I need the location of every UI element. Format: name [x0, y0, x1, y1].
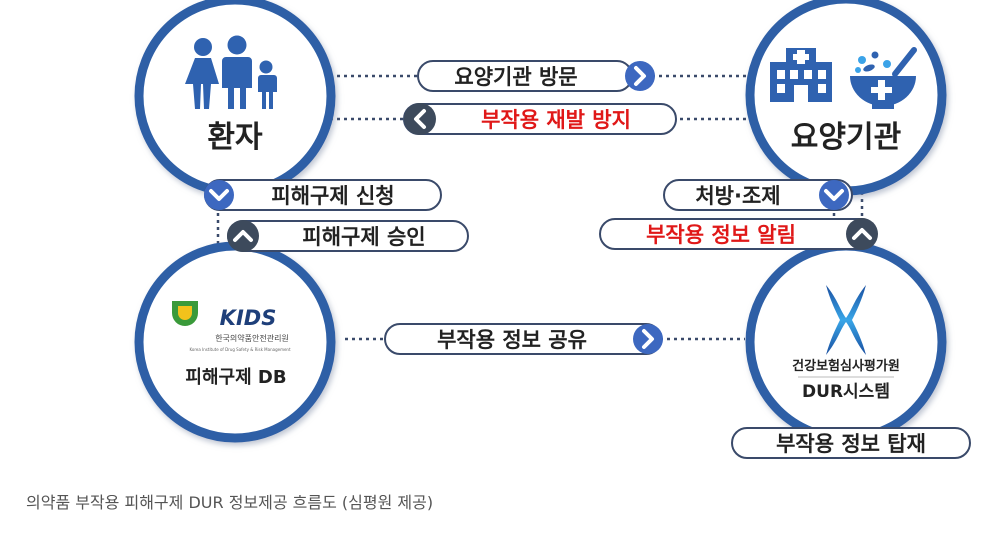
flow-prevent: 부작용 재발 방지 [403, 103, 677, 135]
flow-prescribe: 처방·조제 [663, 179, 853, 211]
flow-upload: 부작용 정보 탑재 [731, 427, 971, 459]
flow-share-label: 부작용 정보 공유 [437, 328, 587, 352]
chevron-up-icon [233, 230, 253, 242]
kids-logo-text: KIDS [220, 306, 277, 330]
flow-visit: 요양기관 방문 [417, 60, 655, 92]
flow-visit-label: 요양기관 방문 [454, 65, 577, 89]
figure-caption: 의약품 부작용 피해구제 DUR 정보제공 흐름도 (심평원 제공) [26, 493, 434, 512]
hospital-label: 요양기관 [791, 120, 901, 155]
flow-notify-label: 부작용 정보 알림 [646, 223, 796, 247]
hospital-building-icon [770, 48, 832, 102]
chevron-up-icon [852, 228, 872, 240]
kids-org-english: Korea Institute of Drug Safety & Risk Ma… [189, 347, 290, 352]
dur-system-label: DUR시스템 [802, 382, 890, 402]
dur-flow-diagram: 환자 요양기관 [134, 0, 971, 459]
chevron-down-icon [824, 189, 844, 201]
flow-upload-label: 부작용 정보 탑재 [776, 432, 926, 456]
hira-org-name: 건강보험심사평가원 [792, 358, 900, 374]
chevron-down-icon [209, 189, 229, 201]
hospital-node: 요양기관 [745, 0, 947, 196]
chevron-right-icon [642, 329, 654, 349]
flow-relief-apply: 피해구제 신청 [204, 179, 442, 211]
chevron-left-icon [414, 109, 426, 129]
flow-relief-approve-label: 피해구제 승인 [302, 225, 425, 249]
medicine-bowl-icon [850, 47, 917, 109]
flow-prevent-label: 부작용 재발 방지 [481, 108, 631, 132]
kids-org-name: 한국의약품안전관리원 [215, 333, 289, 343]
family-icon [185, 35, 277, 109]
kids-shield-logo-icon [172, 301, 198, 326]
chevron-right-icon [634, 66, 646, 86]
flow-relief-approve: 피해구제 승인 [227, 220, 469, 252]
patient-node: 환자 [134, 0, 336, 197]
flow-prescribe-label: 처방·조제 [695, 184, 780, 208]
kids-node: KIDS 한국의약품안전관리원 Korea Institute of Drug … [134, 241, 336, 443]
kids-db-label: 피해구제 DB [185, 367, 286, 388]
hira-x-logo-icon [826, 285, 866, 355]
flow-share: 부작용 정보 공유 [384, 323, 663, 355]
dur-node: 건강보험심사평가원 DUR시스템 [745, 241, 947, 443]
patient-label: 환자 [207, 120, 263, 155]
flow-notify: 부작용 정보 알림 [599, 218, 878, 250]
flow-relief-apply-label: 피해구제 신청 [271, 184, 394, 208]
